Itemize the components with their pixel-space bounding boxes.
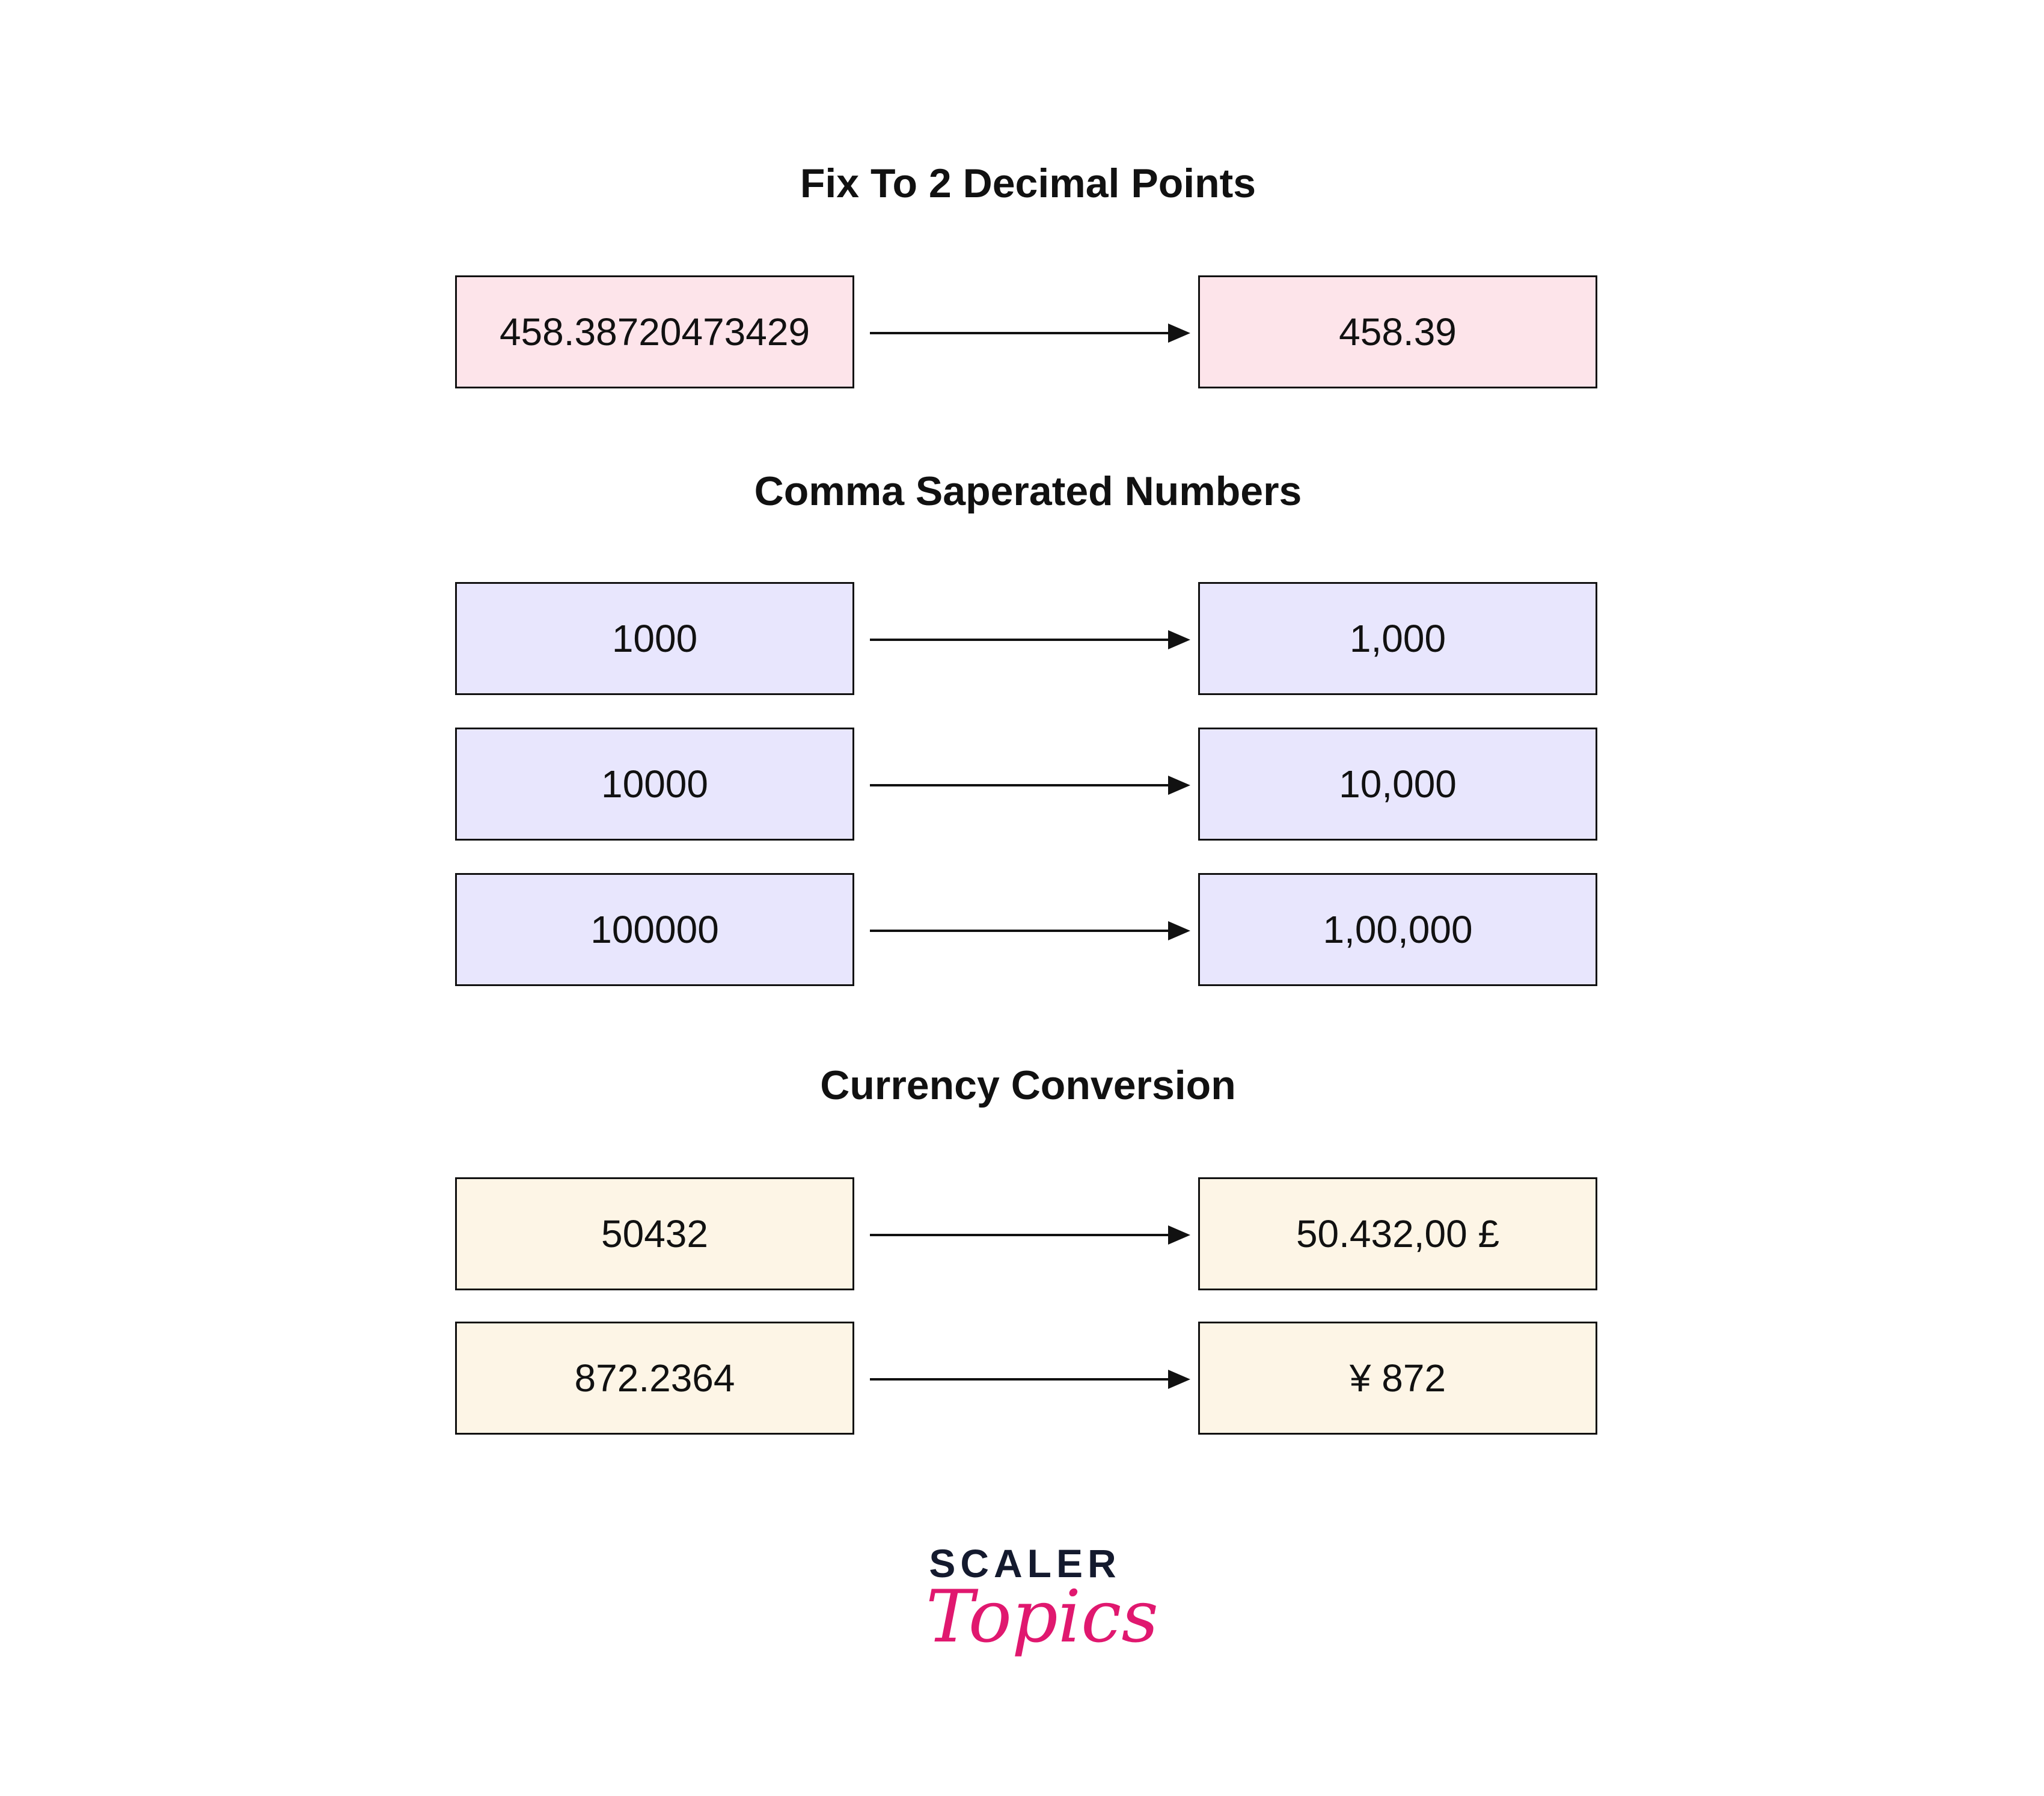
input-box: 458.38720473429 <box>455 275 854 388</box>
scaler-topics-logo: SCALER Topics <box>926 1539 1158 1659</box>
logo-topics-text: Topics <box>926 1575 1158 1659</box>
arrow-icon <box>870 776 1190 795</box>
arrow-icon <box>870 1370 1190 1389</box>
arrow-icon <box>870 630 1190 649</box>
output-box: 10,000 <box>1198 728 1597 841</box>
output-box: ¥ 872 <box>1198 1322 1597 1435</box>
output-box: 1,000 <box>1198 582 1597 695</box>
logo-scaler-text: SCALER <box>929 1541 1121 1586</box>
output-box: 50.432,00 £ <box>1198 1177 1597 1290</box>
arrow-icon <box>870 921 1190 940</box>
input-box: 1000 <box>455 582 854 695</box>
section-title-currency: Currency Conversion <box>820 1062 1236 1108</box>
output-box: 458.39 <box>1198 275 1597 388</box>
input-box: 872.2364 <box>455 1322 854 1435</box>
input-box: 10000 <box>455 728 854 841</box>
input-box: 100000 <box>455 873 854 986</box>
input-box: 50432 <box>455 1177 854 1290</box>
section-title-comma: Comma Saperated Numbers <box>754 468 1302 514</box>
arrow-icon <box>870 1225 1190 1245</box>
section-title-decimal: Fix To 2 Decimal Points <box>800 161 1256 206</box>
arrow-icon <box>870 323 1190 343</box>
output-box: 1,00,000 <box>1198 873 1597 986</box>
